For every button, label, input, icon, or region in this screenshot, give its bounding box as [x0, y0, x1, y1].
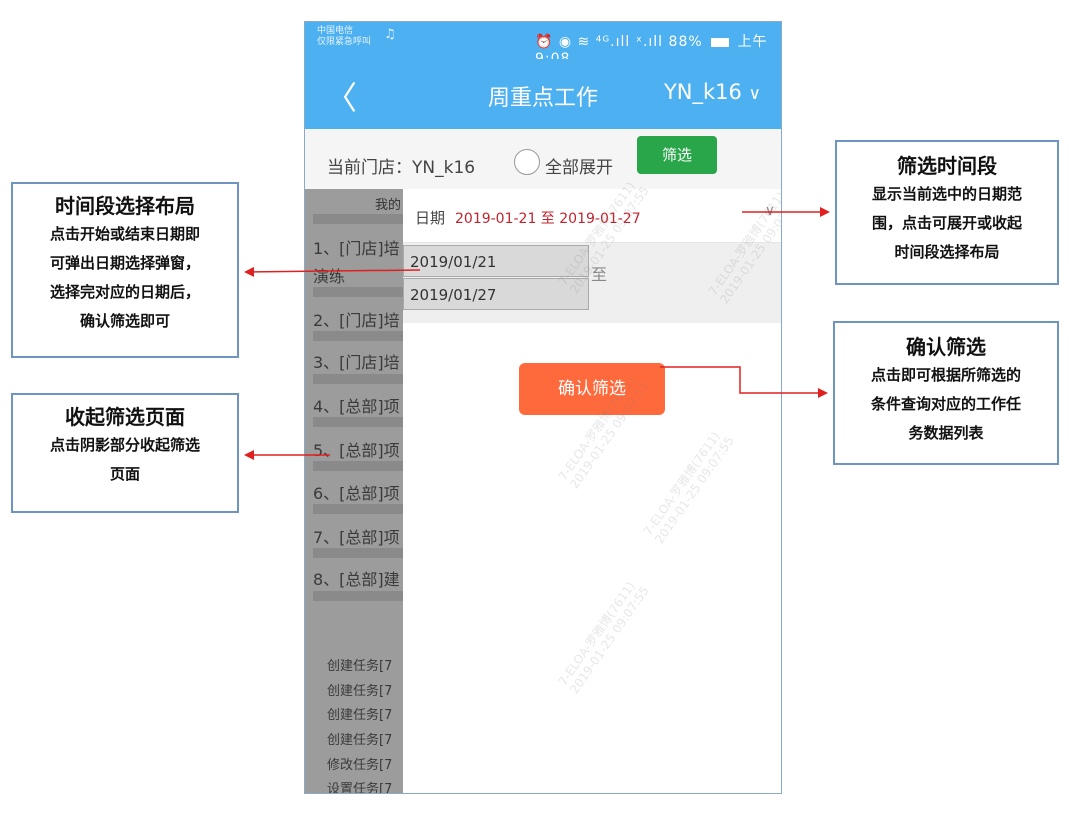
list-item: 6、[总部]项 [313, 484, 400, 503]
callout-body: 显示当前选中的日期范 围，点击可展开或收起 时间段选择布局 [871, 185, 1022, 261]
signal-icons: ⏰ ◉ ≋ ⁴ᴳ.ıll ˣ.ıll [535, 34, 664, 50]
callout-confirm-filter: 确认筛选 点击即可根据所筛选的 条件查询对应的工作任 务数据列表 [833, 321, 1059, 465]
start-date-input[interactable]: 2019/01/21 [403, 245, 589, 277]
store-selector-label: YN_k16 [663, 80, 742, 104]
callout-filter-time-range: 筛选时间段 显示当前选中的日期范 围，点击可展开或收起 时间段选择布局 [835, 140, 1059, 285]
battery-percent: 88% [668, 34, 703, 50]
page-title: 周重点工作 [487, 86, 598, 111]
carrier-name: 中国电信 [317, 26, 354, 36]
placeholder-bar [313, 417, 403, 427]
list-item: 8、[总部]建 [313, 570, 400, 589]
log-item: 创建任务[7 [327, 733, 393, 748]
callout-body: 点击开始或结束日期即 可弹出日期选择弹窗， 选择完对应的日期后， 确认筛选即可 [49, 225, 200, 330]
date-range-toggle[interactable]: 日期 2019-01-21 至 2019-01-27 ∨ [403, 189, 781, 243]
filter-panel: 日期 2019-01-21 至 2019-01-27 ∨ 2019/01/21 … [403, 189, 781, 793]
end-date-input[interactable]: 2019/01/27 [403, 278, 589, 310]
callout-title: 时间段选择布局 [55, 194, 195, 218]
placeholder-bar [313, 374, 403, 384]
battery-icon [711, 37, 730, 47]
list-item: 2、[门店]培 [313, 311, 400, 330]
callout-title: 确认筛选 [906, 335, 986, 359]
date-label: 日期 [415, 209, 446, 227]
date-separator: 至 [591, 265, 608, 284]
confirm-filter-button[interactable]: 确认筛选 [519, 363, 665, 415]
date-range-value: 2019-01-21 至 2019-01-27 [455, 211, 641, 227]
status-bar: 中国电信 仅限紧急呼叫 ♫ ⏰ ◉ ≋ ⁴ᴳ.ıll ˣ.ıll 88% 上午9… [305, 22, 781, 67]
placeholder-bar [313, 461, 403, 471]
log-item: 创建任务[7 [327, 684, 393, 699]
collapse-shade-overlay[interactable]: 我的 1、[门店]培 演练 2、[门店]培 3、[门店]培 4、[总部]项 5、… [305, 189, 403, 794]
log-item: 设置任务[7 [327, 782, 393, 794]
list-item: 7、[总部]项 [313, 528, 400, 547]
chevron-down-icon: ∨ [748, 84, 761, 104]
filter-button[interactable]: 筛选 [637, 136, 717, 174]
placeholder-bar [313, 287, 403, 297]
callout-body: 点击阴影部分收起筛选 页面 [49, 436, 200, 483]
carrier-status: 仅限紧急呼叫 [317, 37, 372, 47]
callout-title: 收起筛选页面 [65, 405, 185, 429]
date-picker-area: 2019/01/21 至 2019/01/27 [403, 243, 781, 323]
notification-bell-icon: ♫ [384, 27, 396, 42]
expand-all-radio[interactable] [514, 149, 540, 175]
list-item: 1、[门店]培 [313, 239, 400, 258]
list-header: 我的 [375, 198, 402, 213]
callout-time-range-layout: 时间段选择布局 点击开始或结束日期即 可弹出日期选择弹窗， 选择完对应的日期后，… [11, 182, 239, 358]
carrier-info: 中国电信 仅限紧急呼叫 ♫ [317, 26, 396, 48]
callout-title: 筛选时间段 [897, 154, 997, 178]
chevron-left-icon[interactable]: 〈 [325, 79, 358, 117]
placeholder-bar [313, 591, 403, 601]
phone-screen: 中国电信 仅限紧急呼叫 ♫ ⏰ ◉ ≋ ⁴ᴳ.ıll ˣ.ıll 88% 上午9… [304, 21, 782, 794]
list-item: 3、[门店]培 [313, 353, 400, 372]
log-item: 创建任务[7 [327, 708, 393, 723]
list-item: 5、[总部]项 [313, 441, 400, 460]
nav-bar: 〈 周重点工作 YN_k16 ∨ [305, 59, 781, 129]
log-item: 修改任务[7 [327, 758, 393, 773]
list-item: 4、[总部]项 [313, 397, 400, 416]
placeholder-bar [313, 548, 403, 558]
log-item: 创建任务[7 [327, 659, 393, 674]
placeholder-bar [313, 331, 403, 341]
store-selector[interactable]: YN_k16 ∨ [664, 80, 761, 104]
chevron-down-icon: ∨ [764, 203, 775, 219]
callout-body: 点击即可根据所筛选的 条件查询对应的工作任 务数据列表 [870, 366, 1021, 442]
current-store-label: 当前门店：YN_k16 [327, 158, 476, 178]
callout-collapse-filter: 收起筛选页面 点击阴影部分收起筛选 页面 [11, 393, 239, 513]
placeholder-bar [313, 504, 403, 514]
placeholder-bar [313, 214, 403, 224]
expand-all-label: 全部展开 [545, 158, 613, 178]
arrow-to-confirm-callout [660, 366, 828, 398]
arrow-to-time-range-callout [244, 266, 421, 277]
